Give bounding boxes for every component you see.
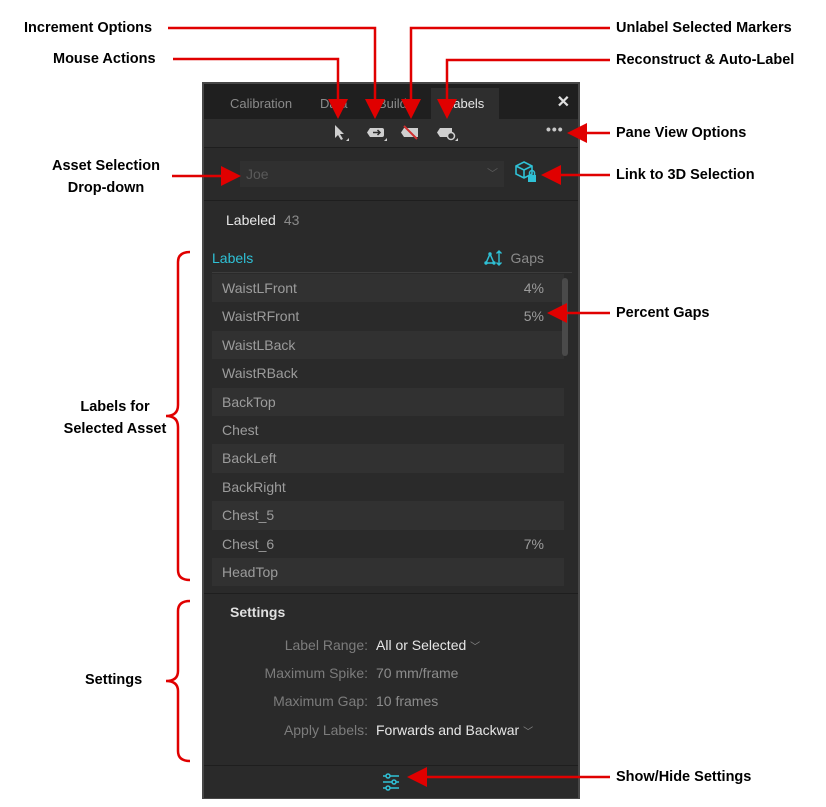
- setting-value: Forwards and Backwar: [376, 722, 520, 738]
- label-name: BackTop: [222, 393, 276, 410]
- tab-data[interactable]: Data: [320, 96, 348, 111]
- label-row[interactable]: WaistRBack: [212, 359, 564, 387]
- label-name: WaistLFront: [222, 280, 297, 296]
- chevron-down-icon: ﹀: [487, 168, 498, 180]
- setting-label-range: Label Range: All or Selected ﹀: [204, 637, 578, 659]
- label-name: Chest_6: [222, 535, 275, 552]
- label-row[interactable]: HeadTop: [212, 557, 564, 587]
- label-row[interactable]: Chest_6 7%: [212, 530, 564, 558]
- asset-selection-value: Joe: [246, 166, 269, 182]
- annotation-pane-view: Pane View Options: [616, 125, 747, 141]
- percent-gap: 5%: [523, 308, 544, 325]
- label-row[interactable]: BackRight: [212, 473, 564, 501]
- label-row[interactable]: BackLeft: [212, 444, 564, 473]
- footer-bar: [204, 765, 578, 798]
- percent-gap: 4%: [523, 280, 544, 296]
- setting-value: All or Selected: [376, 637, 467, 653]
- label-row[interactable]: Chest_5: [212, 501, 564, 530]
- setting-key: Maximum Gap:: [273, 693, 368, 709]
- labels-column-header[interactable]: Labels: [212, 250, 254, 266]
- label-row[interactable]: BackTop: [212, 387, 564, 416]
- link-3d-selection-icon[interactable]: [514, 160, 538, 184]
- sort-icon[interactable]: [484, 249, 504, 267]
- percent-gap: 7%: [523, 535, 544, 552]
- label-range-dropdown[interactable]: All or Selected ﹀: [376, 637, 480, 653]
- labeled-value: 43: [283, 212, 300, 228]
- setting-max-spike: Maximum Spike: 70 mm/frame: [204, 665, 578, 687]
- pane-view-options-icon[interactable]: •••: [546, 121, 564, 137]
- setting-key: Apply Labels:: [283, 722, 368, 738]
- annotation-line: Labels for: [80, 399, 150, 415]
- label-name: Chest_5: [222, 507, 275, 524]
- setting-key: Maximum Spike:: [264, 665, 368, 681]
- apply-labels-dropdown[interactable]: Forwards and Backwar ﹀: [376, 722, 533, 738]
- annotation-mouse-actions: Mouse Actions: [53, 51, 156, 67]
- tab-calibration[interactable]: Calibration: [230, 96, 293, 111]
- annotation-line: Drop-down: [67, 180, 145, 196]
- labels-list-header: Labels Gaps: [212, 250, 572, 273]
- chevron-down-icon: ﹀: [470, 642, 481, 653]
- tab-bar: Calibration Data Builder Labels ✕: [204, 84, 578, 119]
- setting-max-gap: Maximum Gap: 10 frames: [204, 693, 578, 715]
- mouse-actions-icon[interactable]: [332, 124, 350, 142]
- labeled-count: Labeled 43: [226, 212, 299, 228]
- label-row[interactable]: WaistLFront 4%: [212, 274, 564, 303]
- annotation-increment-options: Increment Options: [24, 20, 153, 36]
- annotation-reconstruct: Reconstruct & Auto-Label: [616, 52, 795, 68]
- annotation-show-hide: Show/Hide Settings: [616, 769, 752, 785]
- chevron-down-icon: ﹀: [523, 727, 534, 738]
- label-row[interactable]: WaistLBack: [212, 330, 564, 360]
- annotation-percent-gaps: Percent Gaps: [616, 305, 710, 321]
- divider: [204, 593, 578, 594]
- asset-selection-row: Joe ﹀: [204, 148, 578, 201]
- labels-pane: Calibration Data Builder Labels ✕ ••• Jo…: [202, 82, 580, 799]
- label-name: BackRight: [222, 478, 286, 495]
- max-spike-input[interactable]: 70 mm/frame: [376, 665, 459, 681]
- setting-apply-labels: Apply Labels: Forwards and Backwar ﹀: [204, 722, 578, 744]
- setting-key: Label Range:: [284, 637, 368, 653]
- toolbar: •••: [204, 119, 578, 148]
- label-name: Chest: [222, 421, 259, 438]
- close-icon[interactable]: ✕: [556, 94, 570, 111]
- label-row[interactable]: Chest: [212, 416, 564, 444]
- settings-title: Settings: [230, 604, 286, 620]
- increment-options-icon[interactable]: [366, 124, 388, 142]
- unlabel-selected-icon[interactable]: [400, 124, 422, 142]
- label-name: HeadTop: [222, 563, 279, 580]
- gaps-column-header[interactable]: Gaps: [510, 250, 544, 266]
- asset-selection-dropdown[interactable]: Joe ﹀: [240, 161, 504, 187]
- label-name: WaistLBack: [222, 336, 296, 353]
- annotation-link-3d: Link to 3D Selection: [616, 167, 755, 183]
- label-name: WaistRBack: [222, 365, 298, 382]
- label-row[interactable]: WaistRFront 5%: [212, 302, 564, 330]
- tab-builder[interactable]: Builder: [378, 96, 419, 111]
- reconstruct-autolabel-icon[interactable]: [436, 124, 458, 142]
- max-gap-input[interactable]: 10 frames: [376, 693, 439, 709]
- annotation-line: Asset Selection: [52, 158, 160, 174]
- annotation-unlabel-selected: Unlabel Selected Markers: [616, 20, 792, 36]
- labeled-label: Labeled: [226, 212, 276, 228]
- annotation-line: Selected Asset: [63, 421, 167, 437]
- label-name: BackLeft: [222, 450, 277, 467]
- tab-labels[interactable]: Labels: [431, 88, 500, 119]
- scrollbar[interactable]: [562, 278, 568, 356]
- show-hide-settings-icon[interactable]: [381, 772, 401, 792]
- annotation-settings: Settings: [85, 672, 143, 688]
- label-name: WaistRFront: [222, 308, 300, 325]
